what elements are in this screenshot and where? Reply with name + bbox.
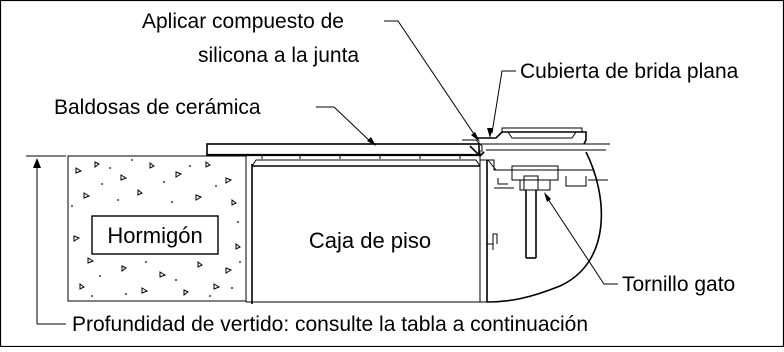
floor-box-body [245, 158, 498, 304]
pour-depth-dimension [26, 155, 66, 325]
concrete-block [67, 155, 247, 302]
silicone-leader [384, 20, 479, 141]
pour-depth-label: Profundidad de vertido: consulte la tabl… [72, 313, 588, 336]
concrete-dots [71, 159, 241, 297]
concrete-speckles [73, 161, 241, 296]
concrete-label: Hormigón [107, 223, 202, 248]
ceramic-tile-layer [206, 143, 480, 159]
screw-leader [545, 195, 618, 285]
screw-arrowhead [544, 192, 551, 202]
cover-arrowhead [487, 128, 493, 138]
jack-screw [523, 175, 539, 259]
cover-leader [491, 70, 516, 134]
flat-flange-cover [462, 127, 610, 191]
tiles-leader [316, 106, 373, 144]
concrete-label-box [91, 215, 219, 255]
tiles-label: Baldosas de cerámica [54, 96, 261, 119]
tiles-arrowhead [367, 137, 376, 146]
silicone-label-line1: Aplicar compuesto de [142, 10, 344, 33]
screw-label: Tornillo gato [622, 273, 735, 296]
silicone-label-line2: silicona a la junta [198, 44, 359, 67]
floor-box-label: Caja de piso [309, 228, 431, 253]
cutaway-curve [486, 151, 603, 303]
silicone-arrowhead [471, 132, 480, 142]
cover-label: Cubierta de brida plana [520, 60, 739, 83]
